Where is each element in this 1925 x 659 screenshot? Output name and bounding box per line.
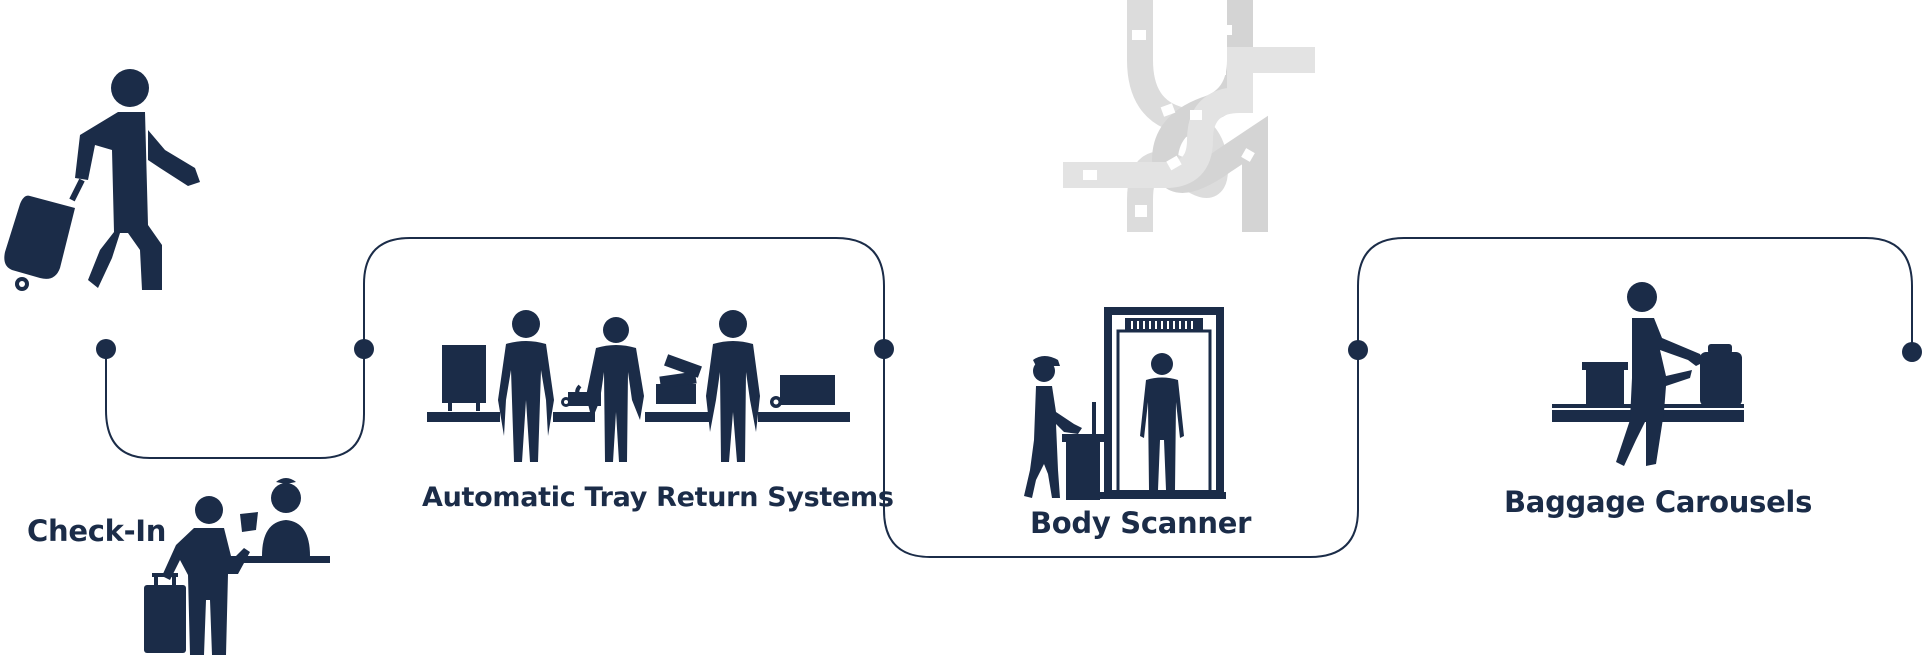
step-label-baggage-carousels: Baggage Carousels — [1504, 485, 1813, 519]
step-label-tray-return: Automatic Tray Return Systems — [422, 482, 894, 513]
step-label-body-scanner: Body Scanner — [1030, 506, 1252, 540]
connector-dot — [874, 339, 894, 359]
connector-dot — [1902, 342, 1922, 362]
step-label-check-in: Check-In — [27, 514, 167, 548]
connector-dot — [354, 339, 374, 359]
connector-dot — [1348, 340, 1368, 360]
connector-dots — [96, 339, 1922, 362]
baggage-carousel-icon — [1552, 282, 1744, 466]
traveler-with-luggage-icon — [4, 69, 200, 291]
connector-dot — [96, 339, 116, 359]
body-scanner-icon — [1024, 307, 1226, 500]
check-in-counter-icon — [144, 478, 330, 655]
tray-return-icon — [427, 310, 850, 462]
process-connector-line — [105, 237, 1913, 558]
conveyor-belt-knot-icon — [1063, 0, 1315, 232]
